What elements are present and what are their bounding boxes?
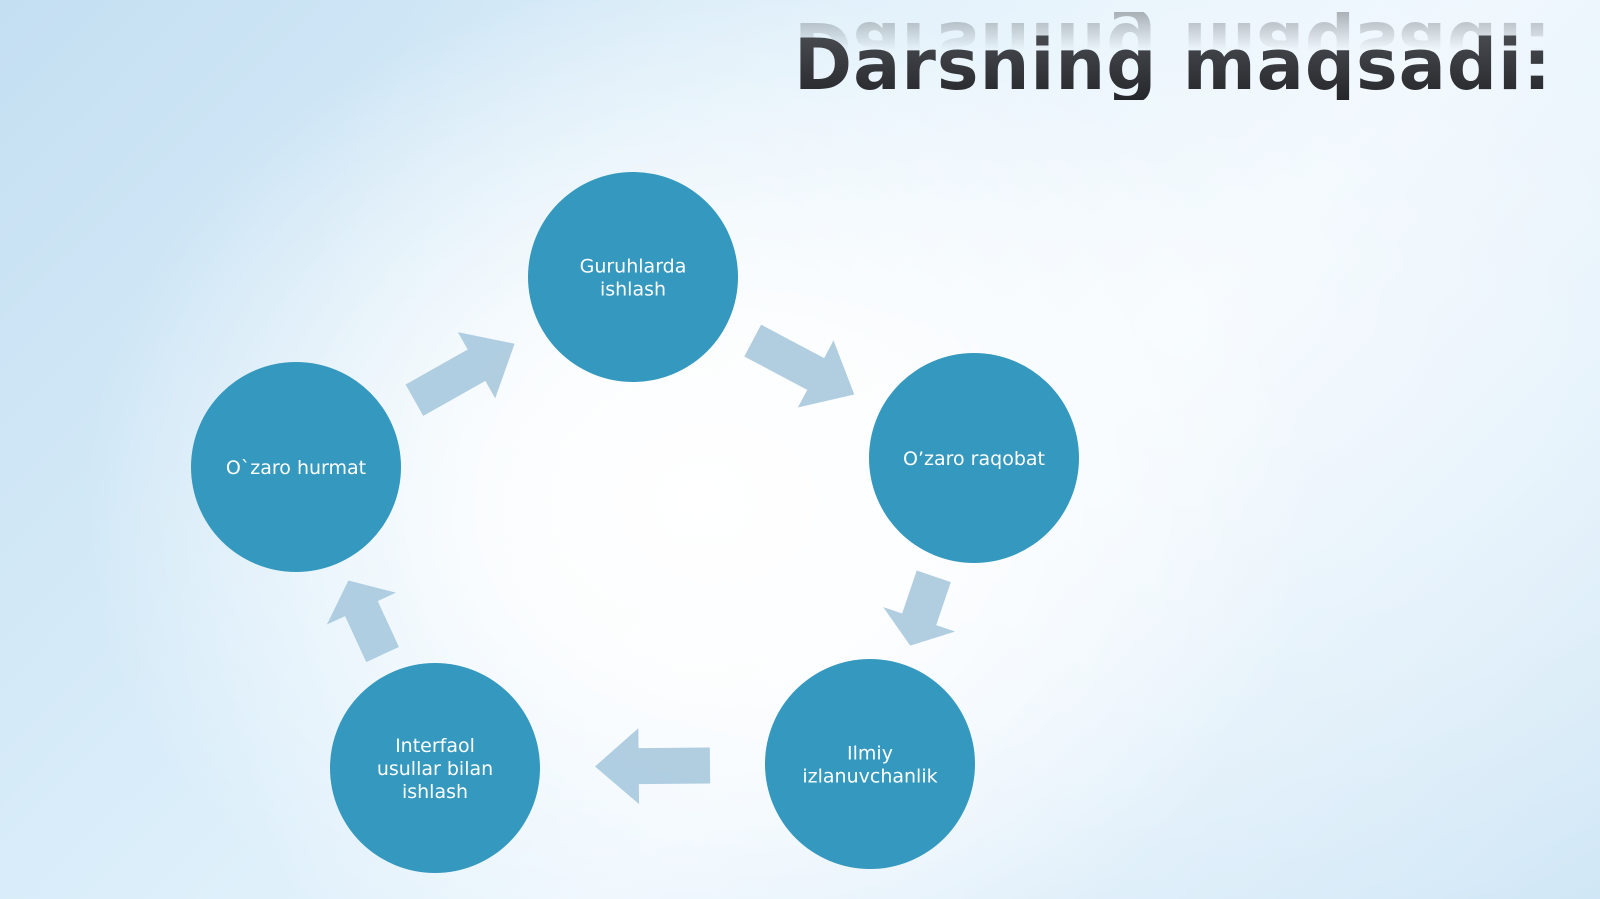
node-label-hurmat-line-0: O`zaro hurmat — [226, 457, 366, 479]
node-label-ilmiy-line-0: Ilmiy — [847, 743, 893, 765]
arrow-guruhlarda-to-raqobat — [744, 324, 855, 408]
node-label-interfaol-line-2: ishlash — [402, 781, 468, 803]
node-circle-hurmat — [191, 362, 401, 572]
node-label-raqobat-line-0: O’zaro raqobat — [903, 448, 1045, 470]
node-raqobat: O’zaro raqobat — [869, 353, 1079, 563]
node-label-ilmiy-line-1: izlanuvchanlik — [802, 766, 937, 788]
node-label-guruhlarda-line-0: Guruhlarda — [580, 256, 687, 278]
arrow-interfaol-to-hurmat — [326, 580, 399, 663]
node-hurmat: O`zaro hurmat — [191, 362, 401, 572]
node-label-interfaol-line-1: usullar bilan — [377, 758, 493, 780]
node-circle-guruhlarda — [528, 172, 738, 382]
slide-title: Darsning maqsadi: — [794, 24, 1552, 106]
node-circle-raqobat — [869, 353, 1079, 563]
node-circle-ilmiy — [765, 659, 975, 869]
arrows-layer — [326, 324, 956, 805]
node-circle-interfaol — [330, 663, 540, 873]
arrow-ilmiy-to-interfaol — [595, 728, 711, 805]
arrow-raqobat-to-ilmiy — [883, 570, 956, 646]
arrow-hurmat-to-guruhlarda — [405, 332, 515, 416]
node-label-guruhlarda-line-1: ishlash — [600, 279, 666, 301]
node-label-interfaol-line-0: Interfaol — [395, 735, 475, 757]
